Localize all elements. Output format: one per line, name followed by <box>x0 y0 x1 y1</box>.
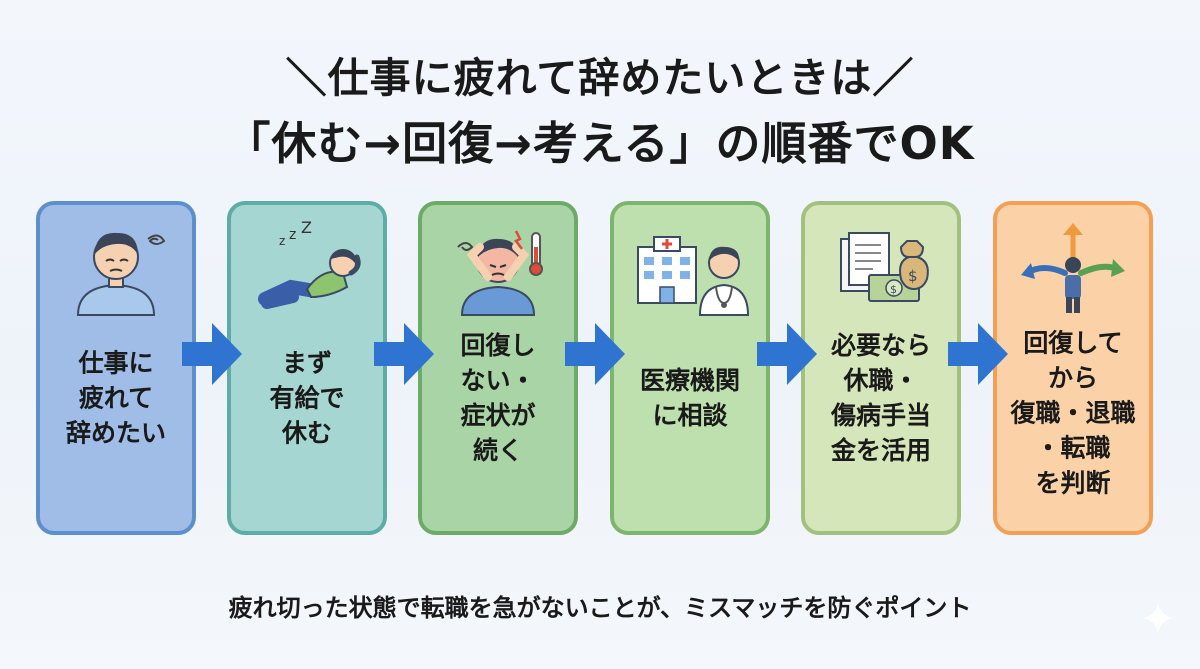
svg-text:$: $ <box>908 267 918 285</box>
step-label-6: 回復して から 復職・退職 ・転職 を判断 <box>1010 328 1136 498</box>
step-card-4: 医療機関 に相談 <box>610 201 770 535</box>
headache-person-icon <box>457 230 543 316</box>
title-line-1: ＼仕事に疲れて辞めたいときは／ <box>285 54 915 102</box>
documents-money-icon: $ $ <box>840 232 929 302</box>
tired-person-icon <box>76 232 166 316</box>
sparkle-icon <box>1142 602 1174 634</box>
arrow-right-icon <box>182 323 242 385</box>
arrow-right-icon <box>565 323 625 385</box>
footer-note: 疲れ切った状態で転職を急がないことが、ミスマッチを防ぐポイント <box>228 594 972 622</box>
step-label-1: 仕事に 疲れて 辞めたい <box>65 348 166 448</box>
step-label-3: 回復し ない・ 症状が 続く <box>460 331 536 465</box>
resting-person-icon: z z Z <box>258 218 361 309</box>
step-card-5: $ $ 必要なら 休職・ 傷病手当 金を活用 <box>801 201 961 535</box>
step-card-6: 回復して から 復職・退職 ・転職 を判断 <box>993 201 1153 535</box>
svg-text:$: $ <box>890 283 897 296</box>
svg-text:z: z <box>289 227 296 243</box>
step-card-3: 回復し ない・ 症状が 続く <box>418 201 578 535</box>
title-line-2: 「休む→回復→考える」の順番でOK <box>225 117 975 170</box>
step-card-1: 仕事に 疲れて 辞めたい <box>36 201 196 535</box>
arrow-right-icon <box>374 323 434 385</box>
arrow-right-icon <box>948 323 1008 385</box>
svg-text:Z: Z <box>301 218 312 237</box>
svg-text:z: z <box>279 234 285 248</box>
crossroads-person-icon <box>1021 223 1125 313</box>
step-label-4: 医療機関 に相談 <box>639 366 740 430</box>
hospital-doctor-icon <box>637 236 750 316</box>
arrow-right-icon <box>757 323 817 385</box>
step-label-2: まず 有給で 休む <box>269 348 345 448</box>
step-label-5: 必要なら 休職・ 傷病手当 金を活用 <box>830 331 931 465</box>
step-card-2: z z Z まず 有給で 休む <box>227 201 387 535</box>
